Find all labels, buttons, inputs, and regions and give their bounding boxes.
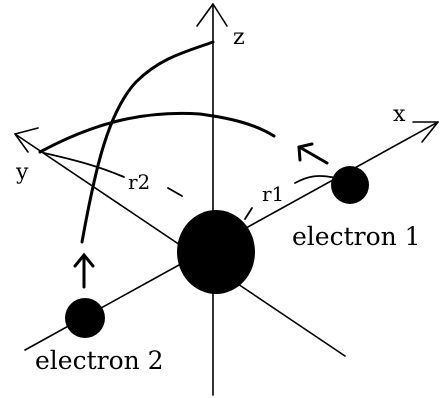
z-axis-label: z — [233, 25, 245, 50]
r2-leader-line — [43, 152, 125, 178]
r1-label: r1 — [262, 182, 284, 206]
y-axis-arrowhead — [14, 127, 39, 153]
nucleus — [177, 210, 255, 294]
r1-leader-line — [294, 175, 337, 184]
r2-vector-curve — [80, 40, 215, 244]
z-axis-arrowhead — [196, 3, 228, 27]
electron-2-label: electron 2 — [35, 346, 164, 375]
z-axis — [196, 3, 228, 396]
nucleus-spokes — [167, 187, 253, 220]
electron-2-arrow-icon — [73, 252, 95, 289]
x-axis-arrowhead — [412, 121, 439, 143]
electron-2 — [65, 298, 105, 338]
electron-1-arrow-icon — [297, 142, 329, 165]
r1-vector-curve — [38, 111, 276, 154]
electron-1-label: electron 1 — [292, 222, 421, 251]
x-axis-label: x — [393, 102, 406, 127]
y-axis-label: y — [15, 160, 29, 185]
r2-label: r2 — [128, 170, 150, 194]
electron-1 — [331, 166, 369, 204]
